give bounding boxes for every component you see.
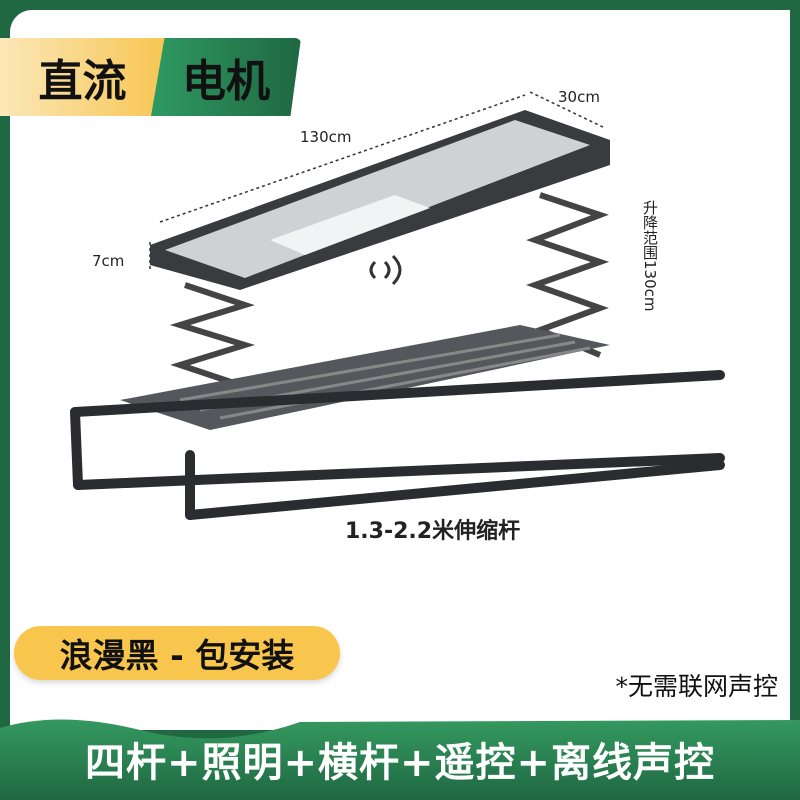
bottom-band [0,719,800,800]
color-option-badge: 浪漫黑 - 包安装 [14,626,340,680]
telescopic-rods [70,370,725,520]
light-panel-highlight [270,195,430,255]
scissor-arm-left [169,282,256,388]
voice-note: *无需联网声控 [615,672,778,701]
badge-motor: 电机 [151,38,301,116]
motor-badge: 直流 电机 [0,38,301,116]
badge-dc: 直流 [0,38,165,116]
lift-range-label: 升降范围130cm [641,200,659,312]
length-label: 130cm [300,128,352,146]
sensor-icon [369,254,402,286]
width-label: 30cm [558,88,600,106]
height-label: 7cm [92,252,125,270]
light-panel [165,120,590,278]
rod-label: 1.3-2.2米伸缩杆 [345,519,521,544]
rack-frame [120,325,610,430]
features-banner: 四杆+照明+横杆+遥控+离线声控 [84,740,716,786]
scissor-arm-right [526,192,610,358]
